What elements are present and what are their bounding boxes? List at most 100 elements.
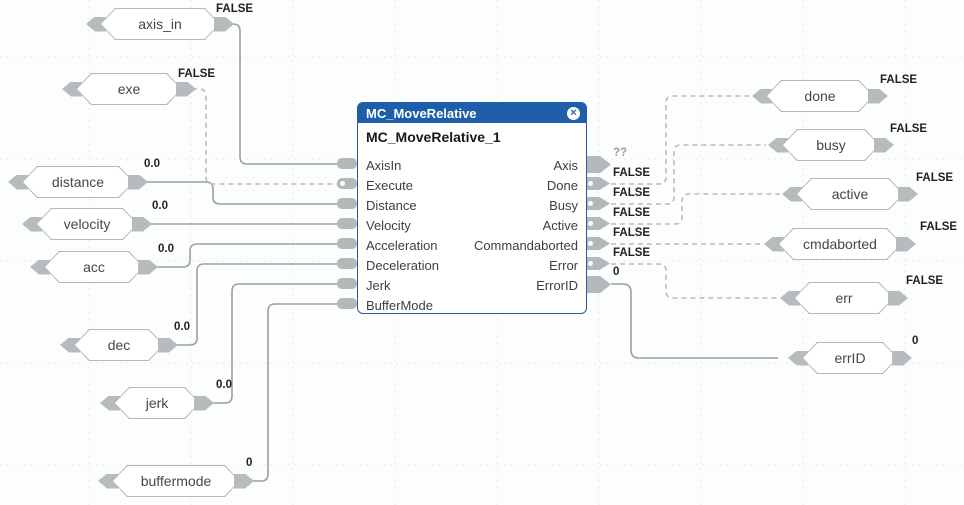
pin-row: Execute Done: [358, 175, 586, 195]
connector-right-icon[interactable]: [874, 137, 894, 153]
wire-Busy-to-busy[interactable]: [611, 144, 766, 205]
connector-right-icon[interactable]: [868, 88, 888, 104]
pin-row: Distance Busy: [358, 195, 586, 215]
tag-label: dec: [107, 337, 131, 353]
connector-right-icon[interactable]: [892, 350, 912, 366]
connector-right-icon[interactable]: [896, 236, 916, 252]
connector-right-icon[interactable]: [138, 259, 158, 275]
connector-left-icon[interactable]: [788, 350, 808, 366]
wire-Active-to-active[interactable]: [611, 193, 780, 225]
input-pin-velocity[interactable]: [337, 218, 357, 229]
input-pin-buffermode[interactable]: [337, 298, 357, 309]
connector-left-icon[interactable]: [100, 395, 120, 411]
input-pin-acceleration[interactable]: [337, 238, 357, 249]
connector-left-icon[interactable]: [98, 473, 118, 489]
output-tag-errid[interactable]: errID 0: [788, 335, 918, 374]
tag-label: distance: [51, 174, 105, 190]
output-pin-axis[interactable]: [585, 156, 611, 173]
connector-right-icon[interactable]: [234, 473, 254, 489]
connector-right-icon[interactable]: [176, 81, 196, 97]
input-pin-execute[interactable]: [337, 178, 357, 189]
input-label-buffermode: BufferMode: [366, 297, 433, 313]
block-header[interactable]: MC_MoveRelative ×: [358, 103, 586, 123]
tag-label: acc: [83, 259, 105, 275]
input-tag-jerk[interactable]: jerk 0.0: [100, 379, 232, 419]
output-tag-active[interactable]: active FALSE: [782, 172, 953, 210]
monitor-value-errorid: 0: [613, 266, 620, 278]
connector-left-icon[interactable]: [22, 216, 42, 232]
output-pin-busy[interactable]: [585, 197, 610, 210]
wire-acc-to-Acceleration[interactable]: [152, 243, 339, 268]
connector-left-icon[interactable]: [780, 290, 800, 306]
input-label-deceleration: Deceleration: [366, 257, 439, 273]
connector-left-icon[interactable]: [62, 81, 82, 97]
pin-row: BufferMode: [358, 295, 586, 315]
wire-Error-to-err[interactable]: [611, 263, 778, 299]
close-icon[interactable]: ×: [567, 106, 580, 120]
connector-left-icon[interactable]: [752, 88, 772, 104]
connector-right-icon[interactable]: [132, 216, 152, 232]
connector-left-icon[interactable]: [30, 259, 50, 275]
output-label-done: Done: [546, 177, 578, 193]
input-tag-exe[interactable]: exe FALSE: [62, 68, 215, 105]
tag-label: done: [804, 88, 836, 104]
output-label-error: Error: [549, 257, 578, 273]
function-block-mc-moverelative[interactable]: MC_MoveRelative × MC_MoveRelative_1 Axis…: [357, 102, 587, 314]
wire-exe-to-Execute[interactable]: [192, 88, 337, 185]
input-pin-axisin[interactable]: [337, 158, 357, 169]
connector-right-icon[interactable]: [898, 186, 918, 202]
output-tag-err[interactable]: err FALSE: [780, 275, 943, 314]
wire-jerk-to-Jerk[interactable]: [208, 283, 339, 404]
wire-ErrorID-to-errID[interactable]: [611, 283, 778, 359]
input-tag-axis_in[interactable]: axis_in FALSE: [86, 3, 253, 40]
connector-left-icon[interactable]: [86, 16, 106, 32]
monitor-value-error: FALSE: [613, 247, 651, 259]
input-tag-velocity[interactable]: velocity 0.0: [22, 200, 168, 240]
connector-right-icon[interactable]: [214, 16, 234, 32]
pin-row: Velocity Active: [358, 215, 586, 235]
input-label-axisin: AxisIn: [366, 157, 402, 173]
connector-left-icon[interactable]: [768, 137, 788, 153]
connector-right-icon[interactable]: [128, 174, 148, 190]
input-pin-deceleration[interactable]: [337, 258, 357, 269]
input-pin-distance[interactable]: [337, 198, 357, 209]
tag-value: 0.0: [152, 200, 168, 212]
input-tag-acc[interactable]: acc 0.0: [30, 243, 174, 283]
pin-dot: [588, 221, 593, 226]
pin-dot: [588, 181, 593, 186]
wire-distance-to-Distance[interactable]: [141, 181, 339, 205]
connector-right-icon[interactable]: [888, 290, 908, 306]
input-tag-buffermode[interactable]: buffermode 0: [98, 457, 254, 497]
output-tag-done[interactable]: done FALSE: [752, 74, 917, 112]
output-label-active: Active: [542, 217, 578, 233]
input-tag-distance[interactable]: distance 0.0: [8, 158, 160, 198]
wire-buffermode-to-BufferMode[interactable]: [252, 303, 339, 482]
input-pin-jerk[interactable]: [337, 278, 357, 289]
output-tag-cmdaborted[interactable]: cmdaborted FALSE: [764, 221, 957, 260]
connector-right-icon[interactable]: [158, 337, 178, 353]
output-pin-active[interactable]: [585, 217, 610, 230]
output-pin-done[interactable]: [585, 177, 610, 190]
tag-value: FALSE: [890, 123, 928, 135]
input-tag-dec[interactable]: dec 0.0: [60, 321, 190, 361]
pin-dot: [588, 261, 593, 266]
wire-dec-to-Deceleration[interactable]: [172, 263, 339, 346]
connector-left-icon[interactable]: [60, 337, 80, 353]
connector-left-icon[interactable]: [782, 186, 802, 202]
tag-label: cmdaborted: [803, 236, 877, 252]
tag-value: FALSE: [216, 3, 254, 15]
output-pin-error[interactable]: [585, 257, 610, 270]
connector-right-icon[interactable]: [194, 395, 214, 411]
output-pin-errorid[interactable]: [585, 276, 611, 293]
output-label-busy: Busy: [549, 197, 578, 213]
pin-dot: [588, 201, 593, 206]
output-label-commandaborted: Commandaborted: [473, 237, 578, 253]
pin-row: AxisIn Axis: [358, 155, 586, 175]
connector-left-icon[interactable]: [8, 174, 28, 190]
connector-left-icon[interactable]: [764, 236, 784, 252]
output-pin-commandaborted[interactable]: [585, 237, 610, 250]
wire-axis_in-to-AxisIn[interactable]: [229, 23, 339, 165]
output-tag-busy[interactable]: busy FALSE: [768, 123, 927, 161]
tag-label: errID: [834, 350, 866, 366]
